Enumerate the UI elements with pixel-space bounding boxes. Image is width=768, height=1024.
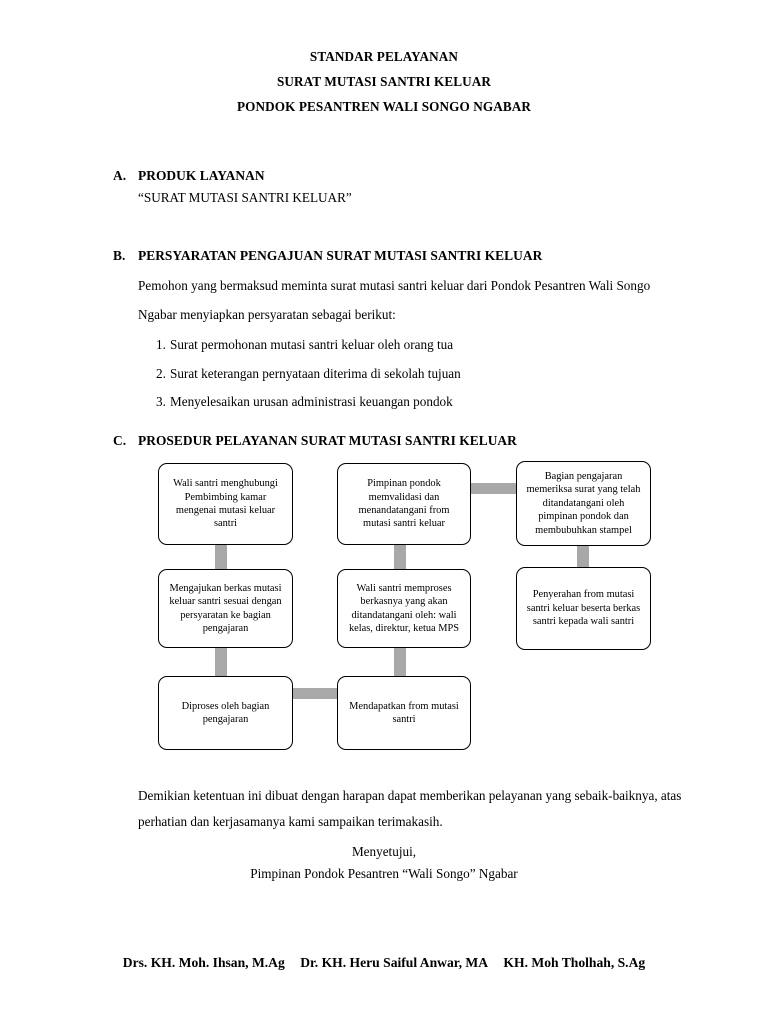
section-b-title: PERSYARATAN PENGAJUAN SURAT MUTASI SANTR… [138, 248, 543, 263]
section-a-content: “SURAT MUTASI SANTRI KELUAR” [138, 190, 352, 205]
title-line-1: STANDAR PELAYANAN [309, 49, 459, 64]
list-item-text: Surat keterangan pernyataan diterima di … [170, 365, 461, 381]
list-item-text: Surat permohonan mutasi santri keluar ol… [170, 337, 454, 352]
signature-name-2: Dr. KH. Heru Saiful Anwar, MA [300, 955, 489, 970]
section-a-heading: A. PRODUK LAYANAN [113, 168, 703, 184]
approval-line-1: Menyetujui, [351, 844, 417, 859]
flow-box-1[interactable]: Wali santri menghubungi Pembimbing kamar… [158, 463, 293, 545]
flow-box-2[interactable]: Pimpinan pondok memvalidasi dan menandat… [337, 463, 471, 545]
section-b-requirements-list: 1. Surat permohonan mutasi santri keluar… [138, 331, 703, 417]
section-c-heading: C. PROSEDUR PELAYANAN SURAT MUTASI SANTR… [113, 433, 703, 449]
list-item-marker: 1. [156, 337, 166, 352]
closing-paragraph: Demikian ketentuan ini dibuat dengan har… [138, 788, 682, 829]
flow-box-6[interactable]: Penyerahan from mutasi santri keluar bes… [516, 567, 651, 650]
title-line-3: PONDOK PESANTREN WALI SONGO NGABAR [236, 99, 532, 114]
flow-box-5[interactable]: Wali santri memproses berkasnya yang aka… [337, 569, 471, 648]
section-b-letter: B. [113, 248, 126, 263]
flow-box-4[interactable]: Mengajukan berkas mutasi keluar santri s… [158, 569, 293, 648]
list-item: 2. Surat keterangan pernyataan diterima … [138, 360, 703, 389]
connector-box2-box5 [394, 540, 406, 572]
section-c-title: PROSEDUR PELAYANAN SURAT MUTASI SANTRI K… [138, 433, 517, 448]
section-c: C. PROSEDUR PELAYANAN SURAT MUTASI SANTR… [113, 433, 703, 449]
signature-names-row: Drs. KH. Moh. Ihsan, M.Ag Dr. KH. Heru S… [0, 955, 768, 971]
list-item-marker: 2. [156, 365, 166, 381]
signature-name-1: Drs. KH. Moh. Ihsan, M.Ag [122, 955, 285, 970]
flow-box-8[interactable]: Mendapatkan from mutasi santri [337, 676, 471, 750]
section-a-title: PRODUK LAYANAN [138, 168, 265, 183]
approval-line-2: Pimpinan Pondok Pesantren “Wali Songo” N… [250, 866, 518, 881]
section-b-heading: B. PERSYARATAN PENGAJUAN SURAT MUTASI SA… [113, 248, 703, 264]
section-c-letter: C. [113, 433, 127, 448]
section-b: B. PERSYARATAN PENGAJUAN SURAT MUTASI SA… [113, 248, 703, 417]
flow-box-3[interactable]: Bagian pengajaran memeriksa surat yang t… [516, 461, 651, 546]
section-a: A. PRODUK LAYANAN “SURAT MUTASI SANTRI K… [113, 168, 703, 212]
list-item-text: Menyelesaikan urusan administrasi keuang… [170, 394, 453, 409]
approval-block: Menyetujui, Pimpinan Pondok Pesantren “W… [0, 841, 768, 885]
section-a-letter: A. [113, 168, 127, 183]
connector-box4-box7 [215, 646, 227, 680]
document-title-block: STANDAR PELAYANAN SURAT MUTASI SANTRI KE… [0, 44, 768, 119]
connector-box3-box6 [577, 540, 589, 572]
title-line-2: SURAT MUTASI SANTRI KELUAR [276, 74, 491, 89]
connector-box1-box4 [215, 540, 227, 572]
list-item: 1. Surat permohonan mutasi santri keluar… [138, 331, 703, 360]
connector-box2-box3 [467, 483, 521, 494]
list-item: 3. Menyelesaikan urusan administrasi keu… [138, 388, 703, 417]
connector-box7-box8 [288, 688, 344, 699]
signature-name-3: KH. Moh Tholhah, S.Ag [503, 955, 646, 970]
connector-box5-box8 [394, 646, 406, 680]
list-item-marker: 3. [156, 394, 166, 409]
section-b-paragraph: Pemohon yang bermaksud meminta surat mut… [138, 278, 651, 322]
flow-box-7[interactable]: Diproses oleh bagian pengajaran [158, 676, 293, 750]
